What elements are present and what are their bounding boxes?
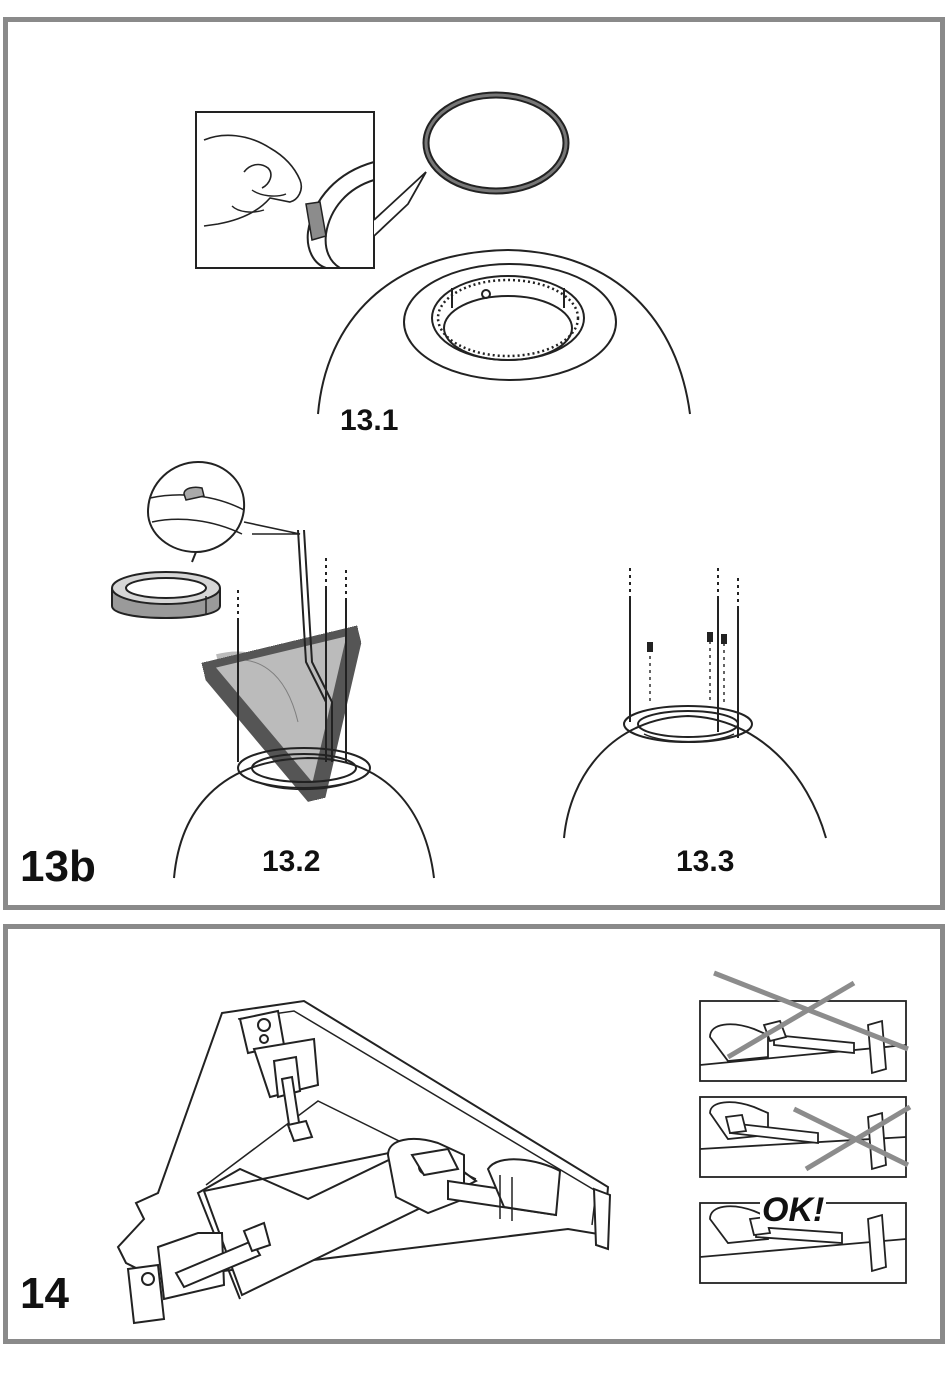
panel-14: OK! 14 [3,924,945,1344]
guide-lines-13-3 [630,568,738,738]
step-label-13-1: 13.1 [340,404,398,438]
collar-ring [112,572,220,618]
ok-label: OK! [760,1193,826,1227]
section-label-14: 14 [20,1269,69,1319]
comparison-inset-wrong-2 [700,1097,910,1177]
panel-13b: 13.1 13.2 13.3 13b [3,17,945,910]
hood-dome-13-3 [564,706,826,838]
hood-dome-13-1 [318,250,690,414]
step-label-13-2: 13.2 [262,845,320,879]
step-label-13-3: 13.3 [676,845,734,879]
guide-lines-13-2 [238,530,346,762]
panel-14-drawing [8,929,940,1339]
screws-13-3 [647,632,727,652]
gasket-ring [426,95,566,191]
panel-13b-drawing [8,22,940,905]
comparison-inset-wrong-1 [700,973,908,1081]
gasket-detail-inset [196,112,374,268]
callout-pointer [374,172,426,236]
clip-detail-inset [148,462,244,562]
callout-pointer-2 [244,522,300,534]
section-label-13b: 13b [20,842,96,892]
